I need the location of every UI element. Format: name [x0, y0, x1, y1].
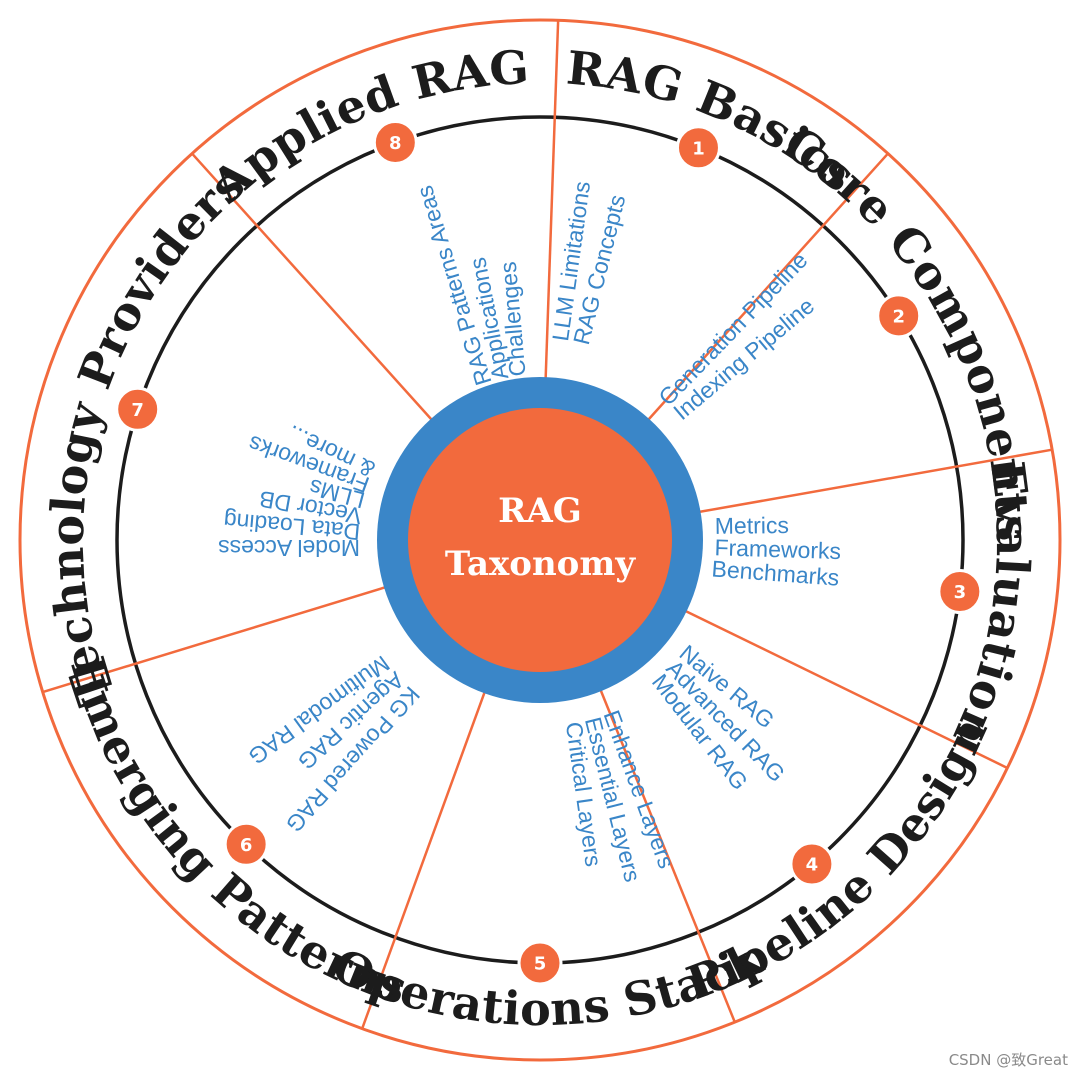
center-hub: RAG Taxonomy: [377, 377, 703, 703]
section-number-badge: 8: [372, 120, 418, 166]
section-number: 6: [240, 835, 253, 856]
section-number: 8: [389, 133, 402, 154]
outer-ring: [18, 18, 1062, 1062]
section-number: 5: [534, 954, 547, 975]
section-number-badge: 2: [876, 293, 922, 339]
section-divider: [698, 448, 1053, 514]
section-title: Technology Providers: [40, 156, 255, 712]
section-divider: [646, 152, 889, 422]
badge-circle: [517, 940, 563, 986]
section-number: 1: [692, 138, 705, 159]
section-item: Model Access: [218, 535, 360, 561]
center-title-line2: Taxonomy: [445, 544, 636, 584]
section-divider: [191, 152, 434, 422]
section-number-badge: 4: [789, 841, 835, 887]
badge-circle: [115, 386, 161, 432]
badge-circle: [223, 821, 269, 867]
badge-circle: [876, 293, 922, 339]
section-number-badges: 1 2 3 4 5 6 7 8: [115, 120, 983, 986]
section-title: Applied RAG: [201, 40, 531, 214]
section-number-badge: 6: [223, 821, 269, 867]
section-divider: [599, 688, 736, 1023]
section-divider: [42, 585, 387, 694]
section-number-badge: 3: [937, 569, 983, 615]
badge-circle: [789, 841, 835, 887]
badge-circle: [372, 120, 418, 166]
section-item: Frameworks: [714, 534, 841, 564]
section-divider: [360, 690, 487, 1030]
badge-circle: [675, 125, 721, 171]
section-number: 4: [806, 855, 819, 876]
section-number-badge: 7: [115, 386, 161, 432]
section-number-badge: 1: [675, 125, 721, 171]
section-number: 7: [131, 400, 144, 421]
wheel-spokes: [42, 20, 1053, 1030]
section-number: 3: [954, 582, 967, 603]
section-divider: [544, 20, 560, 380]
badge-circle: [937, 569, 983, 615]
section-divider: [684, 609, 1008, 770]
center-title-line1: RAG: [498, 491, 582, 531]
section-number: 2: [892, 306, 905, 327]
section-number-badge: 5: [517, 940, 563, 986]
center-orange-circle: [408, 408, 672, 672]
watermark: CSDN @致Great: [948, 1051, 1068, 1069]
section-item: Metrics: [715, 512, 789, 539]
